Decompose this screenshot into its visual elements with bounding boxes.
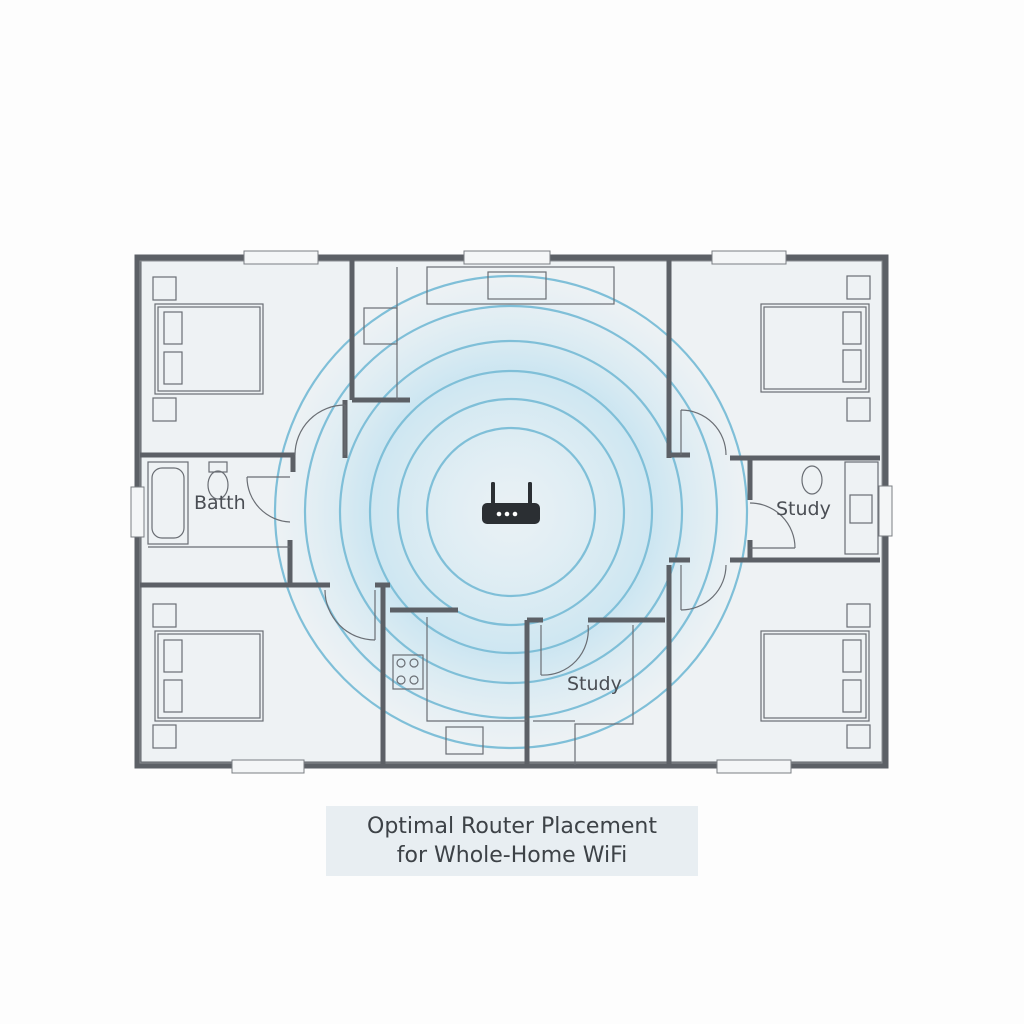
door [749,502,796,549]
sink [445,726,484,755]
room-label-study-right: Study [776,498,831,520]
door [680,564,727,611]
signal-ring [425,426,597,598]
window [711,250,787,265]
signal-ring [303,304,719,720]
sink [487,271,547,300]
signal-ring [368,369,654,655]
window [231,759,305,774]
window [878,485,893,537]
window [463,250,551,265]
caption-box: Optimal Router Placement for Whole-Home … [326,806,698,876]
door [246,476,291,523]
stove [392,654,424,690]
signal-ring [273,274,749,750]
caption-line-1: Optimal Router Placement [367,814,657,839]
room-label-bath: Batth [194,492,246,514]
room-label-study-bottom: Study [567,673,622,695]
bathtub [151,467,185,539]
bed [760,303,870,393]
window [243,250,319,265]
bed [760,630,870,722]
toilet [801,465,823,495]
signal-rings [273,274,749,750]
sink [849,494,873,524]
door [324,589,376,641]
bed [154,303,264,395]
door [680,409,727,456]
toilet [207,470,229,500]
windows [130,250,893,774]
wifi-router-icon [482,482,540,524]
counter [426,266,615,305]
door [294,404,346,456]
bed [154,630,264,722]
caption-line-2: for Whole-Home WiFi [396,843,628,868]
signal-ring [396,397,626,627]
furniture [147,266,879,765]
doors [246,404,796,676]
signal-ring [338,339,684,685]
window [716,759,792,774]
door [540,624,589,676]
window [130,486,145,538]
